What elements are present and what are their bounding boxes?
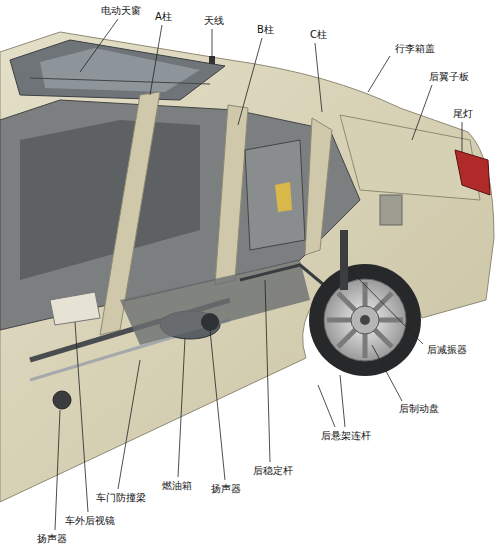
part-label: 后稳定杆 xyxy=(252,465,294,477)
part-label: 后减振器 xyxy=(426,344,468,356)
part-label: A柱 xyxy=(154,11,173,23)
part-label: 扬声器 xyxy=(36,533,68,545)
part-label: 后制动盘 xyxy=(398,403,440,415)
part-label: 天线 xyxy=(203,15,225,27)
part-label: 车外后视镜 xyxy=(64,515,116,527)
part-label: 后悬架连杆 xyxy=(320,430,372,442)
part-label: 燃油箱 xyxy=(161,480,193,492)
part-label: B柱 xyxy=(256,24,275,36)
part-label: 行李箱盖 xyxy=(394,43,436,55)
part-label: 车门防撞梁 xyxy=(95,492,147,504)
part-label: 后翼子板 xyxy=(428,71,470,83)
part-label: 扬声器 xyxy=(210,483,242,495)
part-label: 电动天窗 xyxy=(100,5,142,17)
part-label: C柱 xyxy=(309,29,328,41)
part-label: 尾灯 xyxy=(452,108,474,120)
